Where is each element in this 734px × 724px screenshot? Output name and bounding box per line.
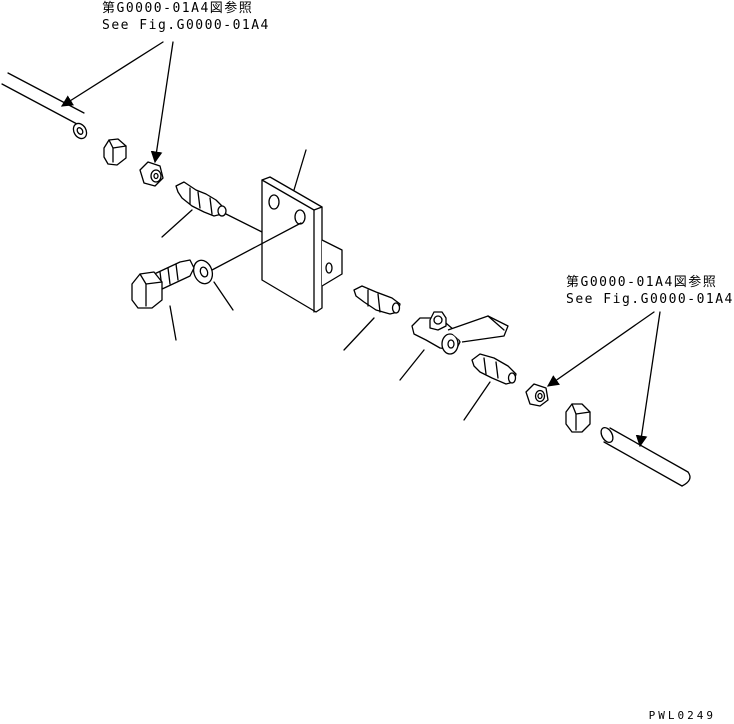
right-sleeve-part [525,383,549,407]
leader-line [213,281,234,311]
reference-jp-text: 第G0000-01A4図参照 [566,275,718,290]
leader-line [463,381,491,421]
reference-arrows-right [547,311,661,448]
drawing-id-label: PWL0249 [648,709,716,722]
union-connector-middle-part [353,285,401,315]
assembly-line [211,222,302,271]
bracket-plate-part [261,176,343,313]
left-sleeve-part [139,161,164,187]
bolt-part [131,259,195,309]
leader-line [161,209,193,238]
washer-part [192,259,214,285]
valve-body-part [411,311,509,355]
reference-note-right: 第G0000-01A4図参照 See Fig.G0000-01A4 [566,274,734,308]
leader-line [169,305,177,341]
leader-line [399,349,425,381]
reference-jp-text: 第G0000-01A4図参照 [102,1,254,16]
union-connector-right-part [471,353,517,385]
left-hex-nut-part [103,138,127,166]
reference-note-top-left: 第G0000-01A4図参照 See Fig.G0000-01A4 [102,0,270,34]
union-connector-left-part [175,181,267,235]
reference-arrows-top-left [61,41,174,164]
left-tube-part [1,72,88,140]
right-tube-part [600,426,691,487]
reference-en-text: See Fig.G0000-01A4 [102,18,270,33]
leader-line [343,317,375,351]
leader-line [293,149,307,191]
reference-en-text: See Fig.G0000-01A4 [566,292,734,307]
right-hex-nut-part [565,403,591,433]
